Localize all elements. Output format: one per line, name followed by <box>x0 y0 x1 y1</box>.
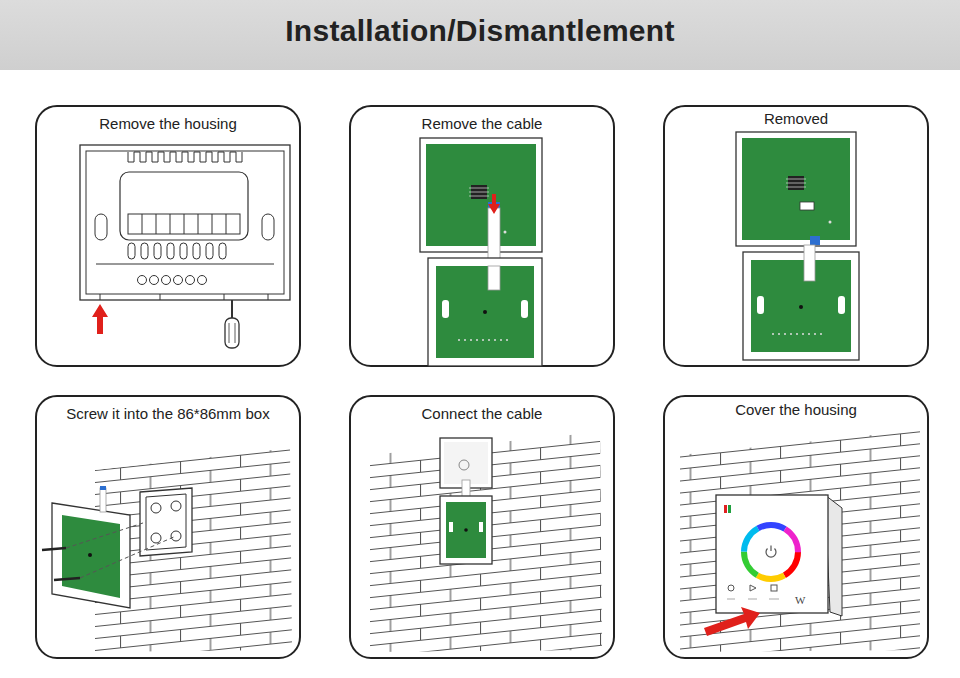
step-heading: Removed <box>665 110 927 127</box>
step-panel: Remove the housing <box>35 105 301 367</box>
step-panel: Cover the housing <box>663 395 929 659</box>
step-heading: Remove the housing <box>37 115 299 132</box>
step-heading: Cover the housing <box>665 401 927 418</box>
step-panel: Removed <box>663 105 929 367</box>
step-heading: Screw it into the 86*86mm box <box>37 405 299 422</box>
step-heading: Remove the cable <box>351 115 613 132</box>
step-heading: Connect the cable <box>351 405 613 422</box>
page-title: Installation/Dismantlement <box>0 14 960 48</box>
step-panel: Remove the cable <box>349 105 615 367</box>
step-panel: Connect the cable <box>349 395 615 659</box>
button-letter: W <box>795 594 805 606</box>
step-panel: Screw it into the 86*86mm box <box>35 395 301 659</box>
